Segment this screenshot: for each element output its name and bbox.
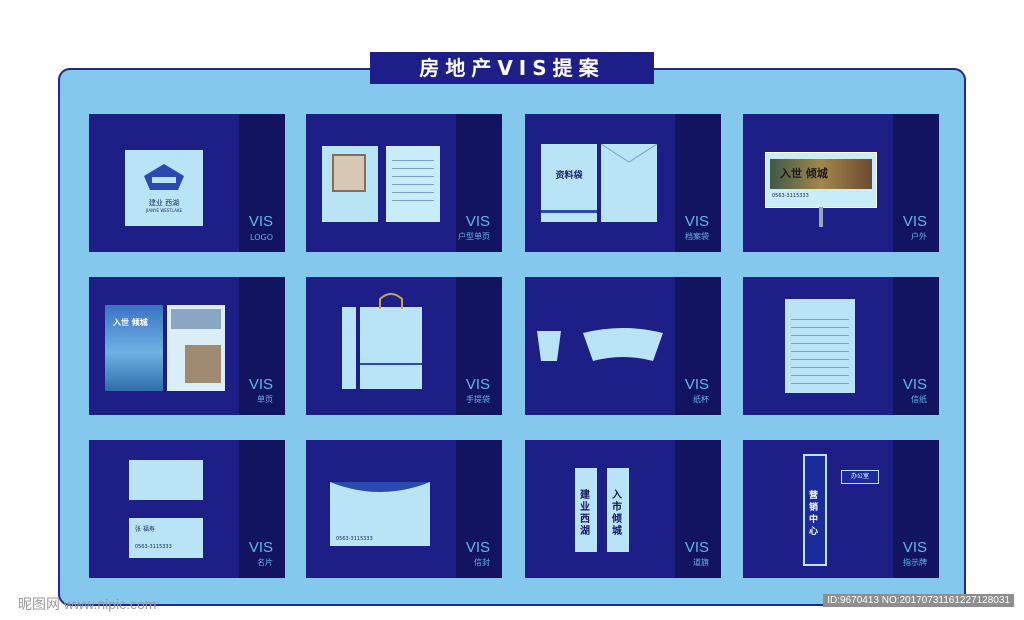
billboard-phone: 0563-3115333 [772,193,809,199]
folder-stripe [541,210,597,213]
vis-label: VIS [684,539,709,556]
tile-strip [893,114,939,252]
flag-text: 入市倾城 [612,490,622,537]
folder-envelope [601,144,657,222]
floorplan-back [386,146,440,222]
flyer-photo [171,309,221,329]
flag-text: 建业西湖 [580,490,590,537]
cup-template [583,328,663,361]
flyer-front: 入世 倾城 [105,305,163,391]
tile-letterhead: VIS 信纸 [743,277,939,415]
billboard-photo [770,159,872,189]
logo-name: 建业 西湖 [148,199,180,207]
card-name: 张 福寿 [135,526,155,533]
envelope-flap [601,144,657,163]
tile-caption: 档案袋 [685,232,709,241]
tile-outdoor: 入世 倾城 0563-3115333 VIS 户外 [743,114,939,252]
tile-flyer: 入世 倾城 VIS 单页 [89,277,285,415]
page-title: 房地产VIS提案 [370,52,654,84]
tile-strip [893,440,939,578]
sign-text: 营销中心 [809,491,819,537]
logo-icon [144,164,184,190]
tile-caption: 名片 [257,558,273,567]
tile-strip [675,277,721,415]
flyer-photo [185,345,221,383]
bag-front [360,307,422,389]
vis-label: VIS [902,213,927,230]
envelope-phone: 0563-3115333 [336,536,373,542]
tile-card: 张 福寿 0563-3115333 VIS 名片 [89,440,285,578]
tile-caption: 信纸 [911,395,927,404]
tile-signage: 营销中心 办公室 VIS 指示牌 [743,440,939,578]
vis-label: VIS [465,376,490,393]
floorplan-drawing [332,154,366,192]
tile-folder: 资料袋 VIS 档案袋 [525,114,721,252]
sign-pillar: 营销中心 [803,454,827,566]
tile-strip [456,114,502,252]
tile-caption: 户型单页 [458,232,490,241]
floorplan-sheet [322,146,378,222]
tile-strip [239,114,285,252]
vis-label: VIS [902,376,927,393]
tile-strip [239,440,285,578]
letter-sheet [785,299,855,393]
bag-handle [379,293,403,309]
flyer-back [167,305,225,391]
billboard-pole [819,207,823,227]
vis-label: VIS [684,213,709,230]
tile-handbag: VIS 手提袋 [306,277,502,415]
paper-cup [537,331,561,361]
flag-banner: 入市倾城 [607,468,629,552]
logo-sub: JIANYE WESTLAKE [145,208,182,213]
tile-flags: 建业西湖 入市倾城 VIS 道旗 [525,440,721,578]
vis-label: VIS [465,213,490,230]
flag-banner: 建业西湖 [575,468,597,552]
tile-logo: 建业 西湖 JIANYE WESTLAKE VIS LOGO [89,114,285,252]
vis-label: VIS [248,213,273,230]
tile-cup: VIS 纸杯 [525,277,721,415]
vis-label: VIS [248,376,273,393]
card-phone: 0563-3115333 [135,544,172,550]
tile-caption: 指示牌 [903,558,927,567]
door-plate: 办公室 [841,470,879,484]
tile-strip [675,114,721,252]
tile-caption: 道旗 [693,558,709,567]
bag-side [342,307,356,389]
vis-label: VIS [248,539,273,556]
tile-caption: 单页 [257,395,273,404]
envelope: 0563-3115333 [330,482,430,546]
folder-front: 资料袋 [541,144,597,222]
card-front [129,460,203,500]
logo-card: 建业 西湖 JIANYE WESTLAKE [125,150,203,226]
tile-floorplan: VIS 户型单页 [306,114,502,252]
watermark-right: ID:9670413 NO:20170731161227128031 [823,594,1014,607]
tile-strip [893,277,939,415]
vis-label: VIS [902,539,927,556]
tile-strip [675,440,721,578]
watermark-left: 昵图网 www.nipic.com [18,596,157,612]
tile-caption: 信封 [474,558,490,567]
card-back: 张 福寿 0563-3115333 [129,518,203,558]
tile-caption: 手提袋 [466,395,490,404]
flyer-headline: 入世 倾城 [113,318,148,327]
tile-strip [456,440,502,578]
tile-strip [456,277,502,415]
billboard-headline: 入世 倾城 [780,167,828,180]
tile-envelope: 0563-3115333 VIS 信封 [306,440,502,578]
tile-caption: 纸杯 [693,395,709,404]
bag-stripe [360,363,422,365]
envelope-flap [330,482,430,492]
vis-label: VIS [684,376,709,393]
tile-strip [239,277,285,415]
tile-caption: 户外 [911,232,927,241]
vis-label: VIS [465,539,490,556]
billboard: 入世 倾城 0563-3115333 [765,152,877,208]
folder-text: 资料袋 [555,171,583,181]
tile-caption: LOGO [250,233,273,242]
